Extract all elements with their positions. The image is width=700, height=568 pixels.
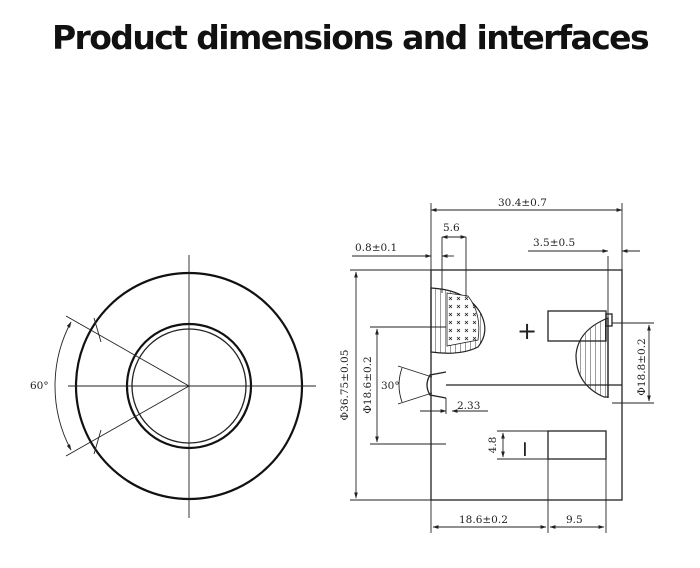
right-diameter-label: Φ18.8±0.2 [636,338,648,395]
cone-angle-arc [398,367,403,403]
angle-arc [54,321,72,451]
outer-diameter-label: Φ36.75±0.05 [339,350,351,421]
page-title: Product dimensions and interfaces [51,18,650,57]
right-dome-hatched [575,317,609,398]
minus-mark: − [512,440,537,458]
front-view: 60° [30,255,316,518]
plus-mark: + [517,317,537,345]
left-recess-crosshatch [446,292,480,347]
terminal-positive [547,310,607,342]
terminal-length-label: 9.5 [566,514,583,526]
slot-mark-lower [93,429,102,455]
angle-ray-lower [65,385,190,457]
angle-label: 60° [30,380,49,392]
angle-ray-upper [65,315,190,387]
tip-length-label: 2.33 [457,400,480,412]
cone-tip [426,371,447,399]
overall-length-label: 30.4±0.7 [498,197,547,209]
slot-mark-upper [93,317,102,343]
lip-thickness-label: 0.8±0.1 [355,242,397,254]
terminal-height-label: 4.8 [487,437,499,454]
terminal-negative [547,430,607,460]
end-offset-label: 3.5±0.5 [533,237,575,249]
inner-diameter-label: Φ18.6±0.2 [362,356,374,413]
recess-width-label: 5.6 [443,222,460,234]
bore-depth-label: 18.6±0.2 [459,514,508,526]
cone-angle-label: 30° [381,380,400,392]
side-view: + − 30.4±0.7 5.6 0.8±0.1 3.5±0.5 Φ36.75±… [339,197,654,533]
